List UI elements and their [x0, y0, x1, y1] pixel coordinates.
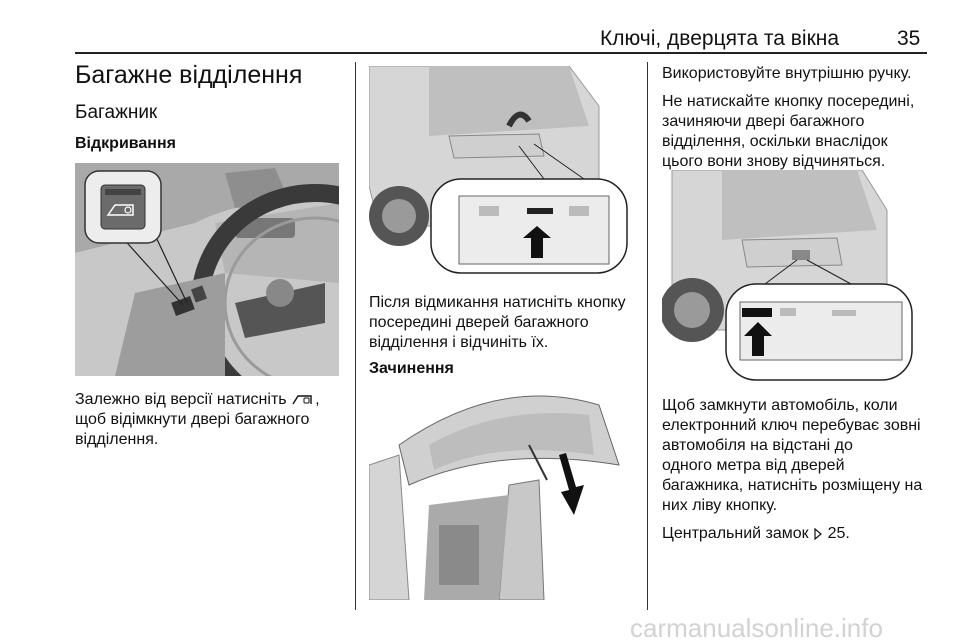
- para-open-a: Залежно від версії натисніть: [75, 391, 287, 408]
- para-open-d: відділення.: [75, 431, 159, 448]
- cross-reference: Центральний замок 25.: [662, 524, 934, 544]
- lock-line-6: них ліву кнопку.: [662, 497, 778, 514]
- warn-line-4: цього вони знову відчиняться.: [662, 153, 886, 170]
- header-divider: [75, 52, 927, 54]
- right-paragraph-2: Щоб замкнути автомобіль, коли електронни…: [662, 396, 934, 552]
- lock-paragraph: Щоб замкнути автомобіль, коли електронни…: [662, 396, 934, 516]
- column-divider-left: [355, 62, 356, 610]
- warn-line-1: Не натискайте кнопку посередині,: [662, 93, 915, 110]
- subtitle: Багажник: [75, 102, 158, 123]
- lock-line-4: одного метра від дверей: [662, 457, 845, 474]
- right-warning: Не натискайте кнопку посередині, зачиняю…: [662, 92, 934, 172]
- right-paragraph-1: Використовуйте внутрішню ручку. Не натис…: [662, 64, 934, 180]
- crossref-label: Центральний замок: [662, 525, 809, 542]
- column-divider-right: [647, 62, 648, 610]
- lock-line-1: Щоб замкнути автомобіль, коли: [662, 397, 898, 414]
- para-open-b: ,: [315, 391, 320, 408]
- page-reference-arrow-icon: [814, 527, 823, 540]
- crossref-page: 25.: [827, 525, 850, 542]
- lock-line-2: електронний ключ перебуває зовні: [662, 417, 921, 434]
- mid-line-2: посередині дверей багажного: [369, 314, 589, 331]
- open-tailgate-figure: [369, 385, 633, 600]
- watermark: carmanualsonline.info: [630, 613, 883, 643]
- warn-line-2: зачиняючи двері багажного: [662, 113, 865, 130]
- tailgate-lock-figure: [662, 170, 916, 385]
- trunk-open-icon: [292, 395, 312, 405]
- page-number: 35: [897, 27, 921, 50]
- section-title: Багажне відділення: [75, 61, 303, 89]
- para-open-c: щоб відімкнути двері багажного: [75, 411, 310, 428]
- mid-line-3: відділення і відчиніть їх.: [369, 334, 549, 351]
- dashboard-figure: [75, 163, 339, 376]
- warn-line-3: відділення, оскільки внаслідок: [662, 133, 888, 150]
- right-line-use-handle: Використовуйте внутрішню ручку.: [662, 65, 912, 82]
- middle-paragraph: Після відмикання натисніть кнопку посере…: [369, 293, 641, 353]
- left-paragraph: Залежно від версії натисніть , щоб відім…: [75, 390, 347, 450]
- subsubtitle-closing: Зачинення: [369, 360, 454, 377]
- lock-line-5: багажника, натисніть розміщену на: [662, 477, 923, 494]
- header-title: Ключі, дверцята та вікна: [600, 27, 840, 50]
- mid-line-1: Після відмикання натисніть кнопку: [369, 294, 626, 311]
- lock-line-3: автомобіля на відстані до: [662, 437, 853, 454]
- subsubtitle-opening: Відкривання: [75, 135, 176, 152]
- tailgate-button-figure: [369, 66, 633, 281]
